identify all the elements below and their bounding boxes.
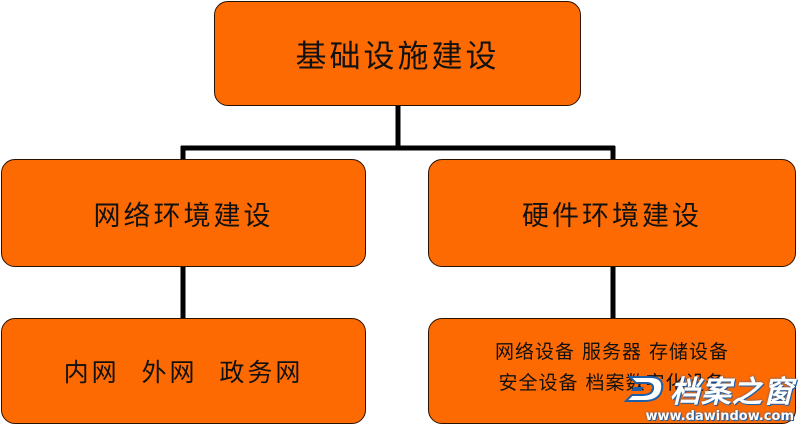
leaf-node-hardware: 网络设备 服务器 存储设备 安全设备 档案数字化设备 [428,318,796,424]
root-node: 基础设施建设 [214,1,581,106]
leaf-node-network-line: 内网 外网 政务网 [63,358,304,387]
leaf-node-hardware-line-2: 安全设备 档案数字化设备 [498,372,726,394]
branch-node-hardware-label: 硬件环境建设 [522,200,702,232]
branch-node-network-label: 网络环境建设 [93,200,274,232]
branch-node-hardware: 硬件环境建设 [428,159,796,267]
leaf-node-network: 内网 外网 政务网 [1,318,366,424]
leaf-node-hardware-line-1: 网络设备 服务器 存储设备 [494,341,730,363]
branch-node-network: 网络环境建设 [1,159,366,267]
root-node-label: 基础设施建设 [295,39,500,75]
